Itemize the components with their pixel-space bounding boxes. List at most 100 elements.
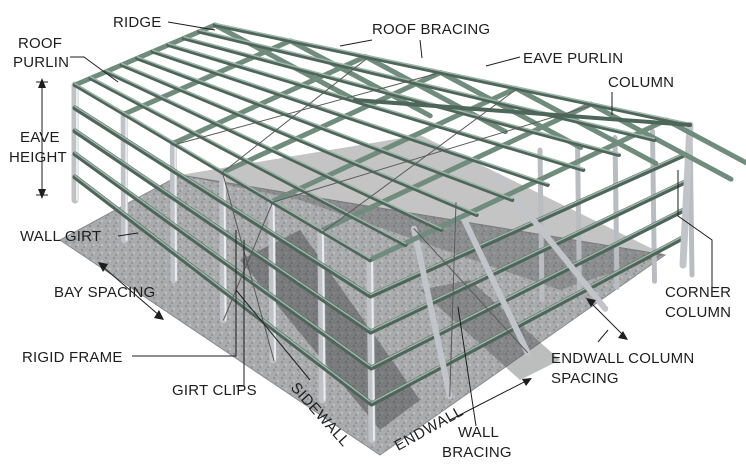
- roof-bracing: [222, 56, 369, 173]
- steel-frame-structure: [71, 22, 746, 444]
- wall-girt: [72, 105, 373, 299]
- endwall-column: [453, 199, 531, 356]
- wall-girt: [72, 174, 375, 407]
- leader-endwall-column-spacing: [597, 329, 609, 343]
- back-endwall-column: [650, 128, 657, 284]
- roof-purlin-highlight: [198, 29, 656, 140]
- roof-purlin: [213, 23, 692, 127]
- label-eave-purlin: EAVE PURLIN: [523, 50, 623, 67]
- wall-girt-highlight: [74, 105, 372, 296]
- sidewall-column: [317, 227, 326, 404]
- roof-purlin-highlight: [214, 22, 691, 125]
- label-roof-purlin-line1: ROOF: [18, 35, 62, 52]
- dimension-bay-spacing: [101, 265, 161, 317]
- endwall-girt: [369, 234, 687, 407]
- rafter: [367, 117, 669, 263]
- label-ridge: RIDGE: [113, 14, 162, 31]
- sidewall-column-highlight: [223, 171, 227, 321]
- wall-bracing: [222, 172, 275, 362]
- corner-column: [679, 121, 694, 269]
- label-roof-bracing: ROOF BRACING: [372, 21, 490, 38]
- floor-shadow-2: [240, 230, 420, 430]
- label-bay-spacing: BAY SPACING: [54, 284, 155, 301]
- roof-purlin-highlight: [120, 62, 478, 215]
- roof-purlin: [197, 29, 657, 142]
- arrowhead-eave-top: [38, 78, 46, 88]
- leader-roof-bracing-1: [339, 39, 373, 47]
- roof-purlin-highlight: [136, 56, 513, 200]
- endwall-girt-highlight: [370, 178, 688, 332]
- rafter: [318, 101, 594, 234]
- sidewall-column-highlight: [272, 200, 276, 361]
- endwall-girt: [368, 178, 690, 335]
- dimension-sidewall: [235, 289, 311, 381]
- sidewall-column: [169, 139, 178, 284]
- label-eave-height-line2: HEIGHT: [9, 149, 67, 166]
- floor-slab: [59, 174, 667, 456]
- roof-purlin: [119, 63, 479, 217]
- label-corner-column-line1: CORNER: [665, 284, 731, 301]
- arrowhead-eave-bottom: [38, 189, 46, 199]
- endwall-column: [495, 173, 609, 312]
- roof-purlin: [150, 49, 550, 187]
- roof-purlin: [166, 43, 586, 172]
- endwall-girt-highlight: [370, 206, 687, 368]
- roof-purlin-highlight: [183, 36, 620, 155]
- roof-bracing: [174, 72, 442, 145]
- rafter-back: [663, 117, 746, 166]
- arrowhead-bay-1: [98, 262, 108, 272]
- endwall-girt-highlight: [370, 234, 686, 404]
- leader-rigid-frame: [132, 230, 237, 357]
- wall-girt-highlight: [74, 151, 372, 368]
- rafter: [72, 22, 218, 88]
- label-roof-purlin-line2: PURLIN: [13, 54, 69, 71]
- sidewall-column: [366, 256, 376, 444]
- endwall-bracing: [449, 202, 457, 397]
- roof-purlin-highlight: [89, 76, 407, 245]
- endwall-bracing: [413, 228, 528, 353]
- leader-ridge: [167, 21, 216, 31]
- arrowhead-ewcs-2: [618, 331, 628, 340]
- leader-corner-column: [677, 170, 713, 288]
- label-eave-height-line1: EAVE: [20, 129, 60, 146]
- roof-purlin: [104, 69, 444, 232]
- arrowhead-endwall: [522, 378, 532, 386]
- dimension-endwall-column-spacing: [587, 299, 625, 337]
- rafter: [220, 70, 444, 175]
- rafter: [121, 38, 293, 117]
- roof-purlin: [88, 76, 408, 247]
- roof-purlin-highlight: [105, 69, 442, 230]
- label-endwall-column-spacing-line2: SPACING: [551, 370, 619, 387]
- label-corner-column-line2: COLUMN: [665, 304, 731, 321]
- roof-purlin: [135, 56, 515, 202]
- sidewall-column-highlight: [174, 142, 177, 281]
- wall-girt: [72, 128, 374, 335]
- wall-girt-highlight: [74, 128, 372, 332]
- roof-bracing: [322, 88, 518, 233]
- leader-arrowheads: [38, 78, 628, 386]
- wall-girt-highlight: [74, 174, 373, 404]
- rafter-back: [212, 22, 358, 103]
- wall-bracing: [223, 201, 274, 321]
- roof-purlin-highlight: [74, 82, 371, 260]
- label-wall-bracing-line2: BRACING: [442, 444, 512, 461]
- dimension-endwall: [449, 379, 529, 421]
- endwall-girt: [368, 206, 689, 371]
- roof-bracing: [272, 104, 595, 203]
- roof-purlin-highlight: [167, 42, 585, 170]
- roof-purlin: [181, 36, 621, 157]
- floor-shadow-3: [420, 280, 560, 380]
- leader-girt-clips: [236, 240, 245, 387]
- sidewall-column: [219, 169, 227, 324]
- label-endwall-column-spacing-line1: ENDWALL COLUMN: [551, 350, 694, 367]
- endwall-column: [411, 225, 453, 400]
- eave-purlin-back: [353, 98, 692, 127]
- arrowhead-ewcs-1: [586, 298, 596, 307]
- label-wall-girt: WALL GIRT: [20, 228, 101, 245]
- sidewall-column-highlight: [321, 229, 326, 401]
- rafter-back: [588, 101, 734, 182]
- leader-eave-purlin: [485, 56, 521, 67]
- sidewall-column-highlight: [371, 259, 375, 441]
